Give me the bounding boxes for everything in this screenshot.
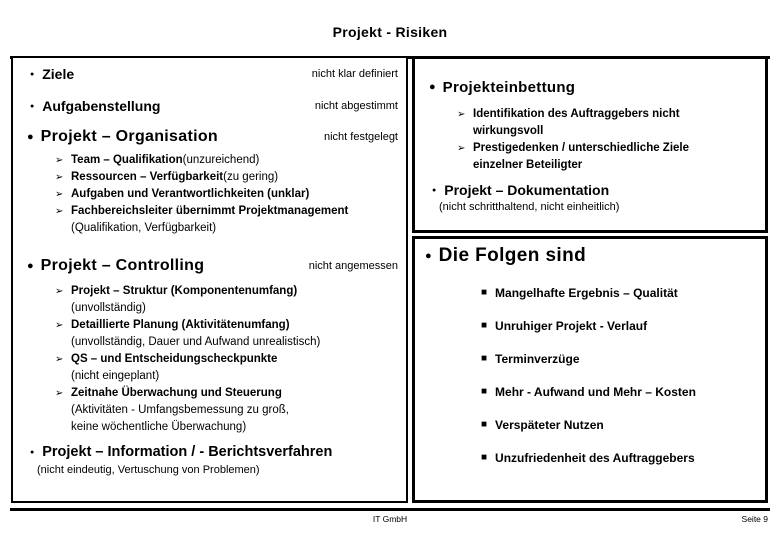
risk-sub-note: (nicht schritthaltend, nicht einheitlich… [439,201,620,213]
risk-sub-note: (nicht eindeutig, Vertuschung von Proble… [37,464,260,476]
arrow-icon: ➢ [457,109,466,120]
footer-page-number: Seite 9 [741,514,768,524]
risk-note: nicht klar definiert [311,68,398,80]
list-item: ➢ Aufgaben und Verantwortlichkeiten (unk… [55,186,398,203]
sub-item-continuation: wirkungsvoll [473,125,544,137]
square-bullet-icon: ■ [481,385,488,397]
consequences-heading: Die Folgen sind [438,245,587,266]
arrow-icon: ➢ [457,143,466,154]
consequence-item: ■ Verspäteter Nutzen [481,417,755,432]
sub-item-detail: (unvollständig) [71,302,146,314]
risk-row-aufgabenstellung: ● Aufgabenstellung nicht abgestimmt [27,98,398,114]
bullet-dot-icon: ● [30,102,35,110]
sub-item-bold: QS – und Entscheidungscheckpunkte [71,353,278,365]
list-item: ➢ Ressourcen – Verfügbarkeit (zu gering) [55,169,398,186]
list-item: ➢ Identifikation des Auftraggebers nicht [457,106,755,123]
embedding-panel: ● Projekteinbettung ➢ Identifikation des… [412,56,768,233]
risk-label: Projekt – Controlling [40,257,205,274]
sub-item-bold: Zeitnahe Überwachung und Steuerung [71,387,282,399]
square-bullet-icon: ■ [481,451,488,463]
controlling-sub-list: ➢ Projekt – Struktur (Komponentenumfang)… [55,283,398,436]
bullet-dot-icon: ● [432,186,437,194]
sub-item-bold: Aufgaben und Verantwortlichkeiten (unkla… [71,188,310,200]
footer-divider [10,508,770,511]
list-item: ➢ Prestigedenken / unterschiedliche Ziel… [457,140,755,157]
footer-company: IT GmbH [372,514,408,524]
consequence-label: Mehr - Aufwand und Mehr – Kosten [495,384,696,399]
sub-item-bold: Identifikation des Auftraggebers nicht [473,108,680,120]
list-item: ➢ Fachbereichsleiter übernimmt Projektma… [55,203,398,220]
risk-label: Projekt – Information / - Berichtsverfah… [42,444,333,460]
bullet-dot-icon: ● [27,259,34,272]
organisation-sub-list: ➢ Team – Qualifikation (unzureichend) ➢ … [55,152,398,237]
sub-item-continuation: (Qualifikation, Verfügbarkeit) [71,222,217,234]
list-item: ➢ Projekt – Struktur (Komponentenumfang) [55,283,398,300]
sub-item-bold: Prestigedenken / unterschiedliche Ziele [473,142,690,154]
square-bullet-icon: ■ [481,418,488,430]
risk-row-information: ● Projekt – Information / - Berichtsverf… [27,444,398,460]
bullet-dot-icon: ● [425,249,432,262]
risk-row-dokumentation: ● Projekt – Dokumentation [429,182,755,198]
sub-item-note: (zu gering) [223,171,279,183]
arrow-icon: ➢ [55,172,64,183]
risk-note: nicht angemessen [308,260,398,272]
consequences-panel: ● Die Folgen sind ■ Mangelhafte Ergebnis… [412,236,768,503]
risks-panel: ● Ziele nicht klar definiert ● Aufgabens… [11,56,408,503]
consequence-label: Unzufriedenheit des Auftraggebers [495,450,695,465]
consequence-item: ■ Mehr - Aufwand und Mehr – Kosten [481,384,755,399]
risk-note: nicht festgelegt [324,131,398,143]
arrow-icon: ➢ [55,388,64,399]
square-bullet-icon: ■ [481,319,488,331]
arrow-icon: ➢ [55,189,64,200]
consequence-item: ■ Terminverzüge [481,351,755,366]
arrow-icon: ➢ [55,320,64,331]
risk-row-projekteinbettung: ● Projekteinbettung [429,79,755,96]
sub-item-continuation: einzelner Beteiligter [473,159,583,171]
list-item: ➢ Detaillierte Planung (Aktivitätenumfan… [55,317,398,334]
sub-item-detail: (Aktivitäten - Umfangsbemessung zu groß, [71,404,289,416]
square-bullet-icon: ■ [481,286,488,298]
page-title: Projekt - Risiken [332,24,448,40]
risk-label: Projekt – Organisation [40,128,218,145]
risk-label: Aufgabenstellung [42,98,161,114]
risk-label: Ziele [42,66,75,82]
bullet-dot-icon: ● [27,130,34,143]
risk-label: Projekt – Dokumentation [444,182,610,198]
risk-label: Projekteinbettung [442,79,576,96]
einbettung-sub-list: ➢ Identifikation des Auftraggebers nicht… [457,106,755,174]
consequence-item: ■ Mangelhafte Ergebnis – Qualität [481,285,755,300]
consequence-label: Verspäteter Nutzen [495,417,604,432]
sub-item-note: (unzureichend) [182,154,260,166]
sub-item-detail: (nicht eingeplant) [71,370,160,382]
consequence-label: Unruhiger Projekt - Verlauf [495,318,648,333]
consequence-label: Mangelhafte Ergebnis – Qualität [495,285,678,300]
bullet-dot-icon: ● [30,448,35,456]
sub-item-detail: (unvollständig, Dauer und Aufwand unreal… [71,336,321,348]
bullet-dot-icon: ● [30,70,35,78]
consequence-item: ■ Unruhiger Projekt - Verlauf [481,318,755,333]
risk-row-ziele: ● Ziele nicht klar definiert [27,66,398,82]
sub-item-bold: Projekt – Struktur (Komponentenumfang) [71,285,298,297]
consequence-item: ■ Unzufriedenheit des Auftraggebers [481,450,755,465]
sub-item-bold: Detaillierte Planung (Aktivitätenumfang) [71,319,290,331]
square-bullet-icon: ■ [481,352,488,364]
arrow-icon: ➢ [55,286,64,297]
sub-item-detail: keine wöchentliche Überwachung) [71,421,247,433]
risk-row-controlling: ● Projekt – Controlling nicht angemessen [27,257,398,275]
list-item: ➢ Zeitnahe Überwachung und Steuerung [55,385,398,402]
sub-item-bold: Team – Qualifikation [71,154,183,166]
sub-item-bold: Fachbereichsleiter übernimmt Projektmana… [71,205,349,217]
bullet-dot-icon: ● [429,81,436,93]
risk-note: nicht abgestimmt [314,100,398,112]
list-item: ➢ QS – und Entscheidungscheckpunkte [55,351,398,368]
consequences-heading-row: ● Die Folgen sind [425,245,755,267]
sub-item-bold: Ressourcen – Verfügbarkeit [71,171,224,183]
arrow-icon: ➢ [55,155,64,166]
list-item: ➢ Team – Qualifikation (unzureichend) [55,152,398,169]
risk-row-organisation: ● Projekt – Organisation nicht festgeleg… [27,128,398,146]
arrow-icon: ➢ [55,206,64,217]
arrow-icon: ➢ [55,354,64,365]
consequence-label: Terminverzüge [495,351,580,366]
